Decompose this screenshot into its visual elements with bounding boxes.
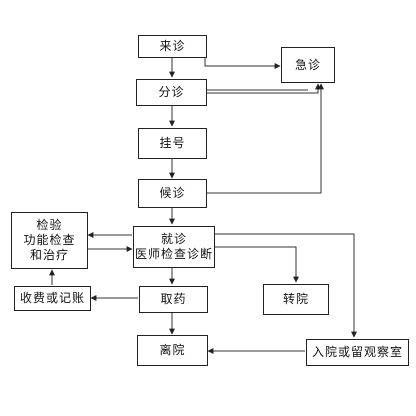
node-exam-line2: 功能检查: [23, 233, 76, 247]
node-transfer-label: 转院: [282, 292, 309, 306]
node-triage-label: 分诊: [158, 85, 185, 99]
node-exam-line1: 检验: [36, 218, 63, 232]
node-exam-line3: 和治疗: [29, 248, 69, 262]
node-emergency-label: 急诊: [294, 57, 321, 72]
node-arrival: 来诊: [138, 35, 207, 58]
node-discharge: 离院: [137, 335, 208, 366]
arrow-consultation-to-admission: [215, 233, 357, 338]
node-discharge-label: 离院: [159, 343, 186, 357]
node-waiting: 候诊: [138, 179, 207, 208]
node-registration: 挂号: [138, 128, 207, 159]
node-waiting-label: 候诊: [159, 186, 186, 200]
node-billing: 收费或记账: [14, 286, 91, 311]
node-registration-label: 挂号: [159, 136, 186, 150]
node-transfer: 转院: [263, 284, 329, 315]
node-exam: 检验 功能检查 和治疗: [11, 212, 88, 269]
node-consultation-line1: 就诊: [160, 232, 187, 246]
node-consultation-line2: 医师检查诊断: [134, 247, 213, 261]
arrow-consultation-to-transfer: [215, 246, 299, 283]
node-billing-label: 收费或记账: [19, 291, 85, 305]
node-arrival-label: 来诊: [159, 39, 186, 53]
node-pharmacy: 取药: [139, 286, 208, 313]
arrow-arrival-to-emergency: [204, 58, 281, 69]
node-pharmacy-label: 取药: [160, 292, 187, 306]
node-admission: 入院或留观察室: [306, 339, 409, 366]
node-consultation: 就诊 医师检查诊断: [133, 226, 215, 268]
node-triage: 分诊: [136, 79, 207, 106]
arrow-emergency-to-triage: [308, 83, 321, 94]
node-admission-label: 入院或留观察室: [311, 345, 403, 359]
node-emergency: 急诊: [281, 47, 335, 83]
arrow-waiting-to-emergency: [207, 83, 324, 194]
